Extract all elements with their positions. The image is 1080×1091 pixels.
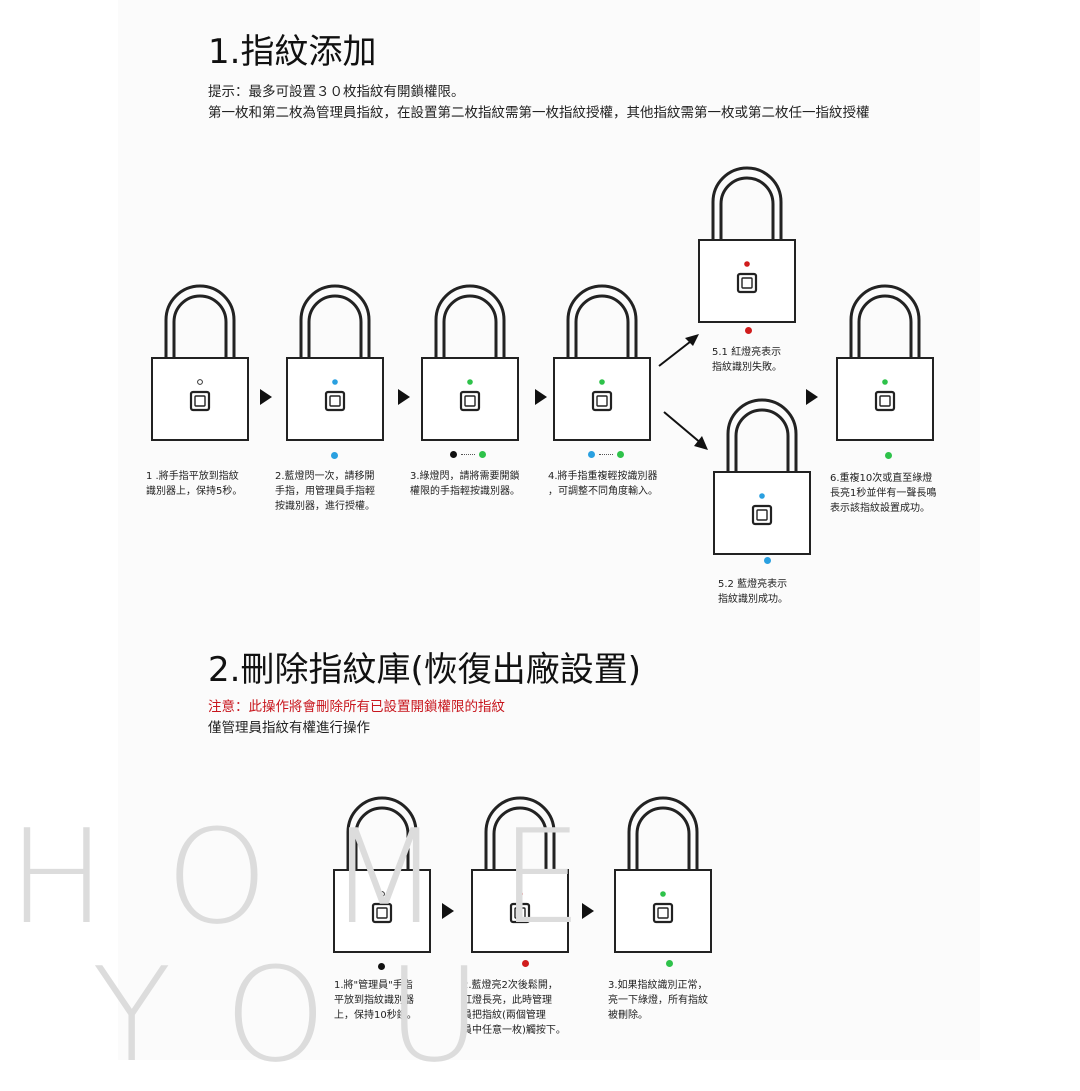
indicator-black [378,963,385,970]
fail-caption: 5.1 紅燈亮表示 指紋識別失敗。 [712,347,782,373]
section2-title: 2.刪除指紋庫(恢復出廠設置) [208,650,641,690]
lock-step-3 [420,278,520,441]
arrow-right-icon [260,389,272,405]
status-led [660,891,666,897]
status-led [599,379,605,385]
indicator-link [461,454,475,455]
step-1-caption: 1 .將手指平放到指紋 識別器上，保持5秒。 [146,471,243,497]
lock-step-1 [150,278,250,441]
arrow-right-icon [806,389,818,405]
padlock-icon [713,398,811,555]
indicator-link [599,454,613,455]
padlock-icon [333,796,431,953]
section2-panel [118,630,980,1060]
arrow-right-icon [582,903,594,919]
indicator-green [885,452,892,459]
arrow-right-icon [535,389,547,405]
padlock-icon [836,284,934,441]
section1-panel [118,0,980,630]
status-led [379,891,385,897]
arrow-right-icon [442,903,454,919]
arrow-up-right-icon [658,334,699,367]
indicator-black-green [450,451,486,458]
status-led [882,379,888,385]
indicator-blue [331,452,338,459]
lock-success [712,392,812,555]
final-caption: 6.重複10次或直至綠燈 長亮1秒並伴有一聲長鳴 表示該指紋設置成功。 [830,473,937,514]
padlock-icon [151,284,249,441]
section2-warning: 注意：此操作將會刪除所有已設置開鎖權限的指紋 [208,699,505,715]
lock-step-4 [552,278,652,441]
status-led [517,891,523,897]
status-led [744,261,750,267]
status-led [197,379,203,385]
reset-lock-step-1 [332,790,432,953]
indicator-red [745,327,752,334]
indicator-green [666,960,673,967]
status-led [332,379,338,385]
reset-step-1-caption: 1.將"管理員"手指 平放到指紋識別器 上，保持10秒鐘。 [334,980,417,1021]
reset-step-3-caption: 3.如果指紋識別正常， 亮一下綠燈，所有指紋 被刪除。 [608,980,708,1021]
padlock-icon [698,166,796,323]
lock-step-2 [285,278,385,441]
step-3-caption: 3.綠燈閃，請將需要開鎖 權限的手指輕按識別器。 [410,471,520,497]
watermark-line-1: HOME [8,801,643,953]
padlock-icon [471,796,569,953]
step-2-caption: 2.藍燈閃一次，請移開 手指，用管理員手指輕 按識別器，進行授權。 [275,471,375,512]
step-4-caption: 4.將手指重複輕按識別器 ，可調整不同角度輸入。 [548,471,658,497]
section1-note-1: 提示：最多可設置３０枚指紋有開鎖權限。 [208,84,465,100]
arrow-right-icon [398,389,410,405]
reset-step-2-caption: 2.藍燈亮2次後鬆開， 紅燈長亮，此時管理 員把指紋(兩個管理 員中任意一枚)觸… [462,980,566,1036]
padlock-icon [421,284,519,441]
indicator-red [522,960,529,967]
section1-note-2: 第一枚和第二枚為管理員指紋，在設置第二枚指紋需第一枚指紋授權，其他指紋需第一枚或… [208,105,870,121]
status-led [467,379,473,385]
indicator-blue [764,557,771,564]
reset-lock-step-2 [470,790,570,953]
status-led [759,493,765,499]
padlock-icon [553,284,651,441]
section2-note: 僅管理員指紋有權進行操作 [208,720,370,736]
watermark-line-2: YOU [92,939,542,1091]
lock-fail [697,160,797,323]
indicator-blue [588,451,595,458]
indicator-green [617,451,624,458]
section1-title: 1.指紋添加 [208,32,377,72]
padlock-icon [286,284,384,441]
arrow-down-right-icon [663,411,708,450]
indicator-green [479,451,486,458]
success-caption: 5.2 藍燈亮表示 指紋識別成功。 [718,579,788,605]
padlock-icon [614,796,712,953]
reset-lock-step-3 [613,790,713,953]
indicator-black [450,451,457,458]
indicator-blue-green [588,451,624,458]
lock-final [835,278,935,441]
